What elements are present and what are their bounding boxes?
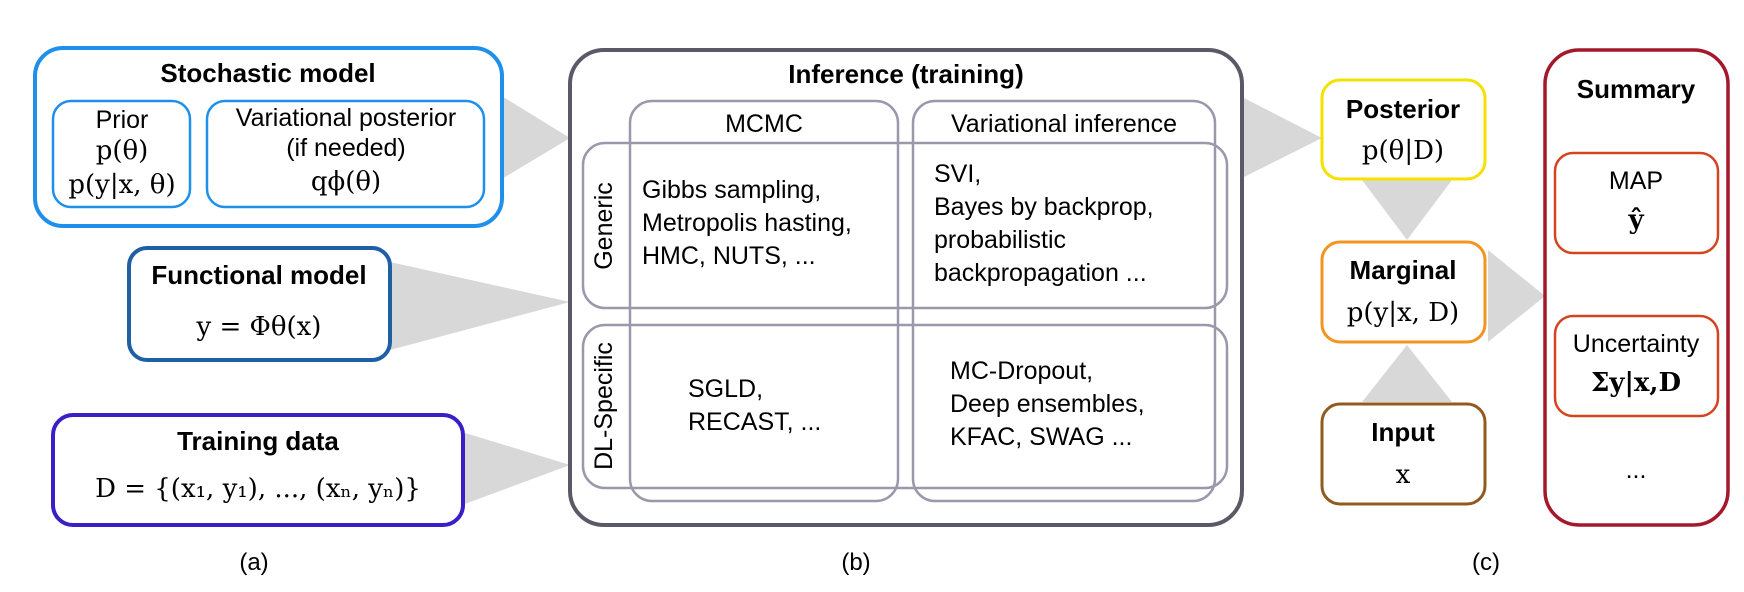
- method-line: MC-Dropout,: [950, 357, 1093, 385]
- posterior-box: [1320, 78, 1487, 181]
- connector-arrows: [390, 95, 1545, 505]
- method-line: Metropolis hasting,: [642, 209, 852, 237]
- method-line: probabilistic: [934, 226, 1066, 254]
- generic-row-box: [581, 141, 1229, 310]
- method-line: Deep ensembles,: [950, 390, 1145, 418]
- variational-posterior-eq: qϕ(θ): [311, 167, 381, 197]
- dl-mcmc-methods: SGLD, RECAST, ...: [688, 375, 821, 436]
- arrow-input-to-marginal: [1362, 345, 1452, 402]
- marginal-eq: p(y|x, D): [1347, 298, 1459, 328]
- input-title: Input: [1371, 417, 1435, 447]
- mcmc-column-box: [628, 99, 900, 503]
- inference-title: Inference (training): [788, 59, 1023, 89]
- panel-b: Inference (training) MCMC Variational in…: [568, 48, 1244, 576]
- generic-row-label: Generic: [590, 182, 618, 270]
- summary-panel: Summary MAP ŷ Uncertainty Σy|x,D ...: [1543, 48, 1730, 527]
- arrow-stochastic-to-inference: [500, 95, 570, 180]
- functional-model-title: Functional model: [151, 260, 366, 290]
- arrow-inference-to-posterior: [1242, 97, 1322, 178]
- method-line: Gibbs sampling,: [642, 176, 821, 204]
- uncertainty-box: [1553, 314, 1720, 418]
- variational-posterior-box: [205, 99, 486, 209]
- method-line: HMC, NUTS, ...: [642, 242, 816, 270]
- stochastic-model-box: [33, 46, 504, 228]
- dl-vi-methods: MC-Dropout, Deep ensembles, KFAC, SWAG .…: [950, 357, 1145, 451]
- dl-specific-row-label: DL-Specific: [590, 342, 618, 470]
- posterior-eq: p(θ|D): [1362, 136, 1444, 166]
- uncertainty-label: Uncertainty: [1573, 330, 1700, 358]
- input-eq: x: [1396, 460, 1411, 490]
- mcmc-column-label: MCMC: [725, 110, 803, 138]
- method-line: RECAST, ...: [688, 408, 821, 436]
- functional-model-eq: y = Φθ(x): [196, 312, 322, 342]
- vi-column-label: Variational inference: [951, 110, 1177, 138]
- variational-posterior-line1: Variational posterior: [236, 104, 456, 132]
- prior-label: Prior: [96, 106, 149, 134]
- marginal-title: Marginal: [1350, 255, 1457, 285]
- marginal-box: [1320, 240, 1487, 344]
- map-eq: ŷ: [1627, 205, 1644, 235]
- panel-a: Stochastic model Prior p(θ) p(y|x, θ) Va…: [33, 46, 504, 576]
- summary-more: ...: [1626, 456, 1647, 484]
- prior-eq-theta: p(θ): [96, 136, 149, 166]
- arrow-functional-to-inference: [390, 262, 570, 350]
- likelihood-eq: p(y|x, θ): [68, 170, 175, 200]
- summary-title: Summary: [1577, 74, 1696, 104]
- arrow-training-to-inference: [462, 432, 570, 505]
- training-data-title: Training data: [177, 426, 339, 456]
- prior-box: [51, 99, 192, 209]
- functional-model-box: [127, 246, 392, 362]
- training-data-box: [51, 413, 465, 527]
- generic-mcmc-methods: Gibbs sampling, Metropolis hasting, HMC,…: [642, 176, 852, 270]
- caption-b: (b): [841, 549, 870, 576]
- method-line: SVI,: [934, 160, 981, 188]
- posterior-title: Posterior: [1346, 94, 1460, 124]
- stochastic-model-title: Stochastic model: [160, 58, 375, 88]
- map-box: [1553, 151, 1720, 255]
- caption-a: (a): [239, 549, 268, 576]
- method-line: backpropagation ...: [934, 259, 1147, 287]
- uncertainty-eq: Σy|x,D: [1591, 368, 1681, 398]
- arrow-marginal-to-summary: [1488, 250, 1545, 342]
- summary-box: [1543, 48, 1730, 527]
- method-line: Bayes by backprop,: [934, 193, 1154, 221]
- vi-column-box: [911, 99, 1217, 503]
- dl-specific-row-box: [581, 323, 1229, 490]
- panel-c: Posterior p(θ|D) Marginal p(y|x, D) Inpu…: [1320, 78, 1500, 576]
- generic-vi-methods: SVI, Bayes by backprop, probabilistic ba…: [934, 160, 1154, 287]
- method-line: KFAC, SWAG ...: [950, 423, 1132, 451]
- arrow-posterior-to-marginal: [1362, 180, 1452, 240]
- inference-box: [568, 48, 1244, 527]
- variational-posterior-line2: (if needed): [286, 134, 406, 162]
- caption-c: (c): [1472, 549, 1500, 576]
- training-data-eq: D = {(x₁, y₁), ..., (xₙ, yₙ)}: [95, 474, 421, 504]
- method-line: SGLD,: [688, 375, 763, 403]
- map-label: MAP: [1609, 167, 1663, 195]
- input-box: [1320, 402, 1487, 506]
